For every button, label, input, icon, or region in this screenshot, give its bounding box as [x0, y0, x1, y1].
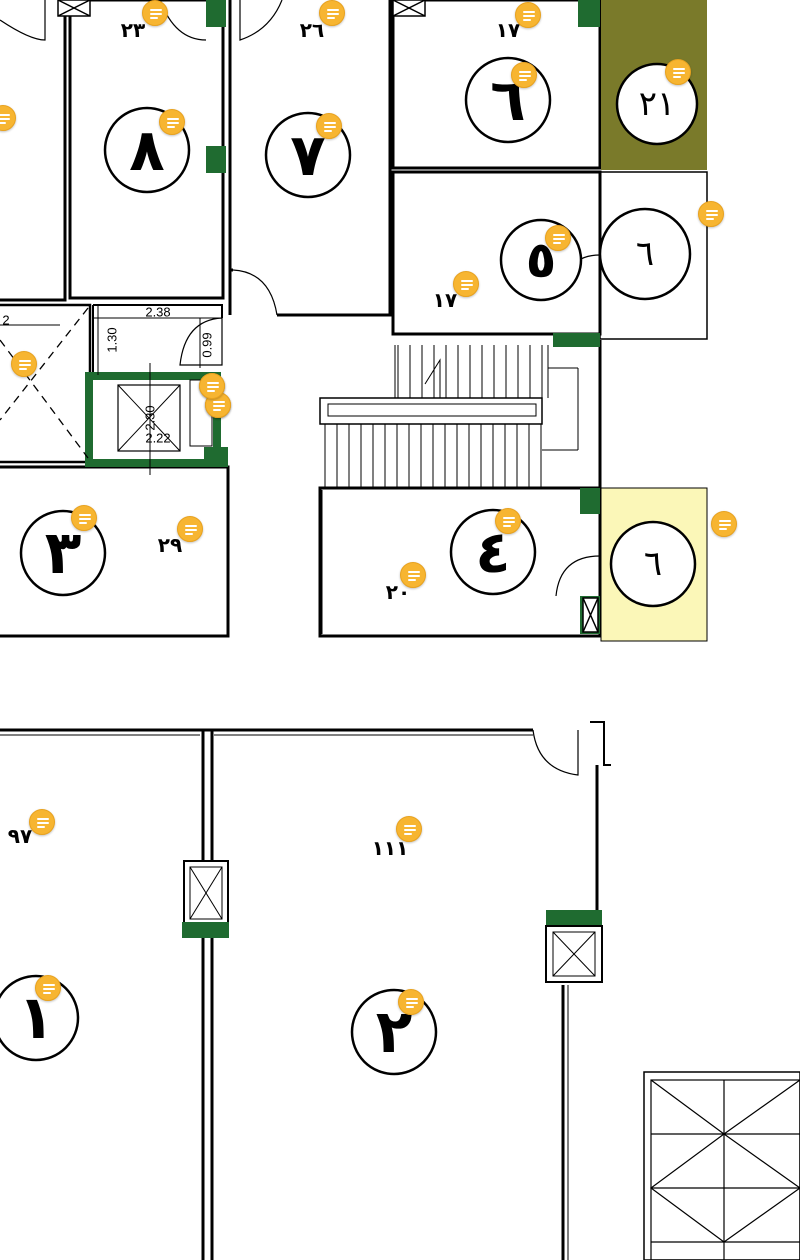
unit-number-u21: ٢١ [639, 84, 676, 124]
note-icon[interactable] [319, 0, 345, 26]
bottom-right-structure [643, 1071, 800, 1260]
top-xboxes [57, 0, 599, 633]
area-label-a97: ٩٧ [8, 824, 32, 848]
note-icon[interactable] [665, 59, 691, 85]
unit-number-u8: ٨ [129, 116, 164, 184]
note-icon[interactable] [316, 113, 342, 139]
elevator-shaft [85, 372, 221, 467]
area-label-a23: ٢٣ [121, 18, 145, 42]
unit-circle-u6: ٦ [464, 56, 552, 144]
note-icon[interactable] [398, 989, 424, 1015]
unit-circle-u4: ٤ [449, 508, 537, 596]
hatched-room [0, 307, 89, 459]
staircase [319, 345, 579, 488]
unit-circle-u3: ٣ [19, 509, 107, 597]
dimension-d2: 2 [2, 313, 9, 328]
dimension-d130: 1.30 [105, 327, 120, 352]
note-icon[interactable] [545, 225, 571, 251]
dimension-texts: 2.38 1.30 0.99 2.302.22 2 [2, 305, 214, 446]
dimension-d222: 2.22 [145, 431, 170, 446]
area-label-a29: ٢٩ [158, 533, 182, 557]
area-label-a17b: ١٧ [433, 288, 457, 312]
note-icon[interactable] [711, 511, 737, 537]
unit-circle-u6c: ٦ [609, 520, 697, 608]
note-icon[interactable] [159, 109, 185, 135]
bottom-walls [0, 721, 611, 1260]
note-icon[interactable] [71, 505, 97, 531]
unit-number-u6b: ٦ [636, 234, 654, 274]
area-label-a26: ٢٦ [300, 18, 324, 42]
unit-number-u3: ٣ [45, 518, 82, 588]
unit-circle-u6b: ٦ [598, 207, 692, 301]
note-icon[interactable] [453, 271, 479, 297]
dimension-lines [0, 305, 223, 475]
note-icon[interactable] [199, 373, 225, 399]
note-icon[interactable] [396, 816, 422, 842]
note-icon[interactable] [515, 2, 541, 28]
note-icon[interactable] [400, 562, 426, 588]
bottom-elevators [182, 860, 603, 983]
note-icon[interactable] [698, 201, 724, 227]
note-icon[interactable] [29, 809, 55, 835]
note-icon[interactable] [11, 351, 37, 377]
unit-number-u6c: ٦ [644, 544, 662, 584]
note-icon[interactable] [142, 0, 168, 26]
note-icon[interactable] [495, 508, 521, 534]
dimension-d099: 0.99 [200, 332, 215, 357]
note-icon[interactable] [177, 516, 203, 542]
dimension-d230: 2.30 [143, 405, 158, 430]
dimension-d238: 2.38 [145, 305, 170, 320]
note-icon[interactable] [35, 975, 61, 1001]
note-icon[interactable] [511, 62, 537, 88]
